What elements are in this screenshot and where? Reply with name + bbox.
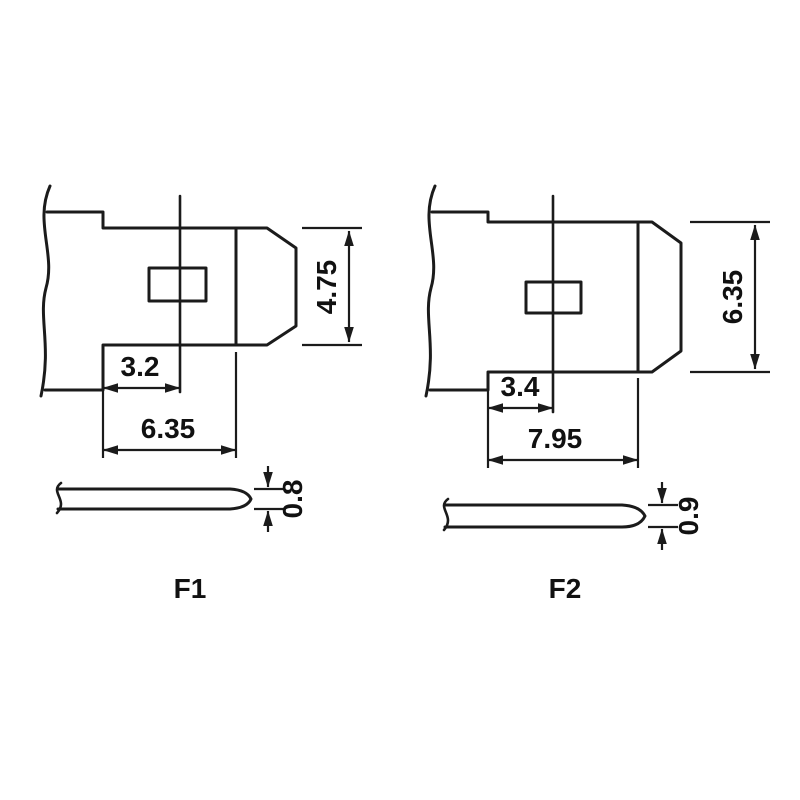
f1-terminal-outline [43, 210, 298, 392]
f2-height-dimension-label: 6.35 [717, 270, 748, 325]
f1-figure-label: F1 [174, 573, 207, 604]
f2-thickness-extension-lines [648, 503, 678, 529]
f2-thickness-dimension-label: 0.9 [673, 497, 704, 536]
f2-break-line [424, 184, 437, 398]
f2-length-extension-lines [486, 378, 640, 468]
f1-height-extension-lines [302, 226, 362, 347]
f2-side-profile [443, 503, 647, 529]
f1-thickness-extension-lines [254, 487, 284, 511]
f2-length-dimension-label: 7.95 [528, 423, 583, 454]
f1-thickness-dimension-label: 0.8 [277, 480, 308, 519]
f1-side-break-line [55, 481, 63, 515]
f1-break-line [39, 184, 52, 398]
f2-side-break-line [442, 497, 450, 532]
f1-side-profile [56, 487, 253, 511]
f2-hole [524, 280, 583, 315]
f2-figure-label: F2 [549, 573, 582, 604]
f1-height-dimension-label: 4.75 [311, 260, 342, 315]
f2-figure: 6.35 3.4 7.95 0.9 F2 [424, 184, 770, 604]
f2-offset-dimension-label: 3.4 [501, 371, 540, 402]
f1-hole [147, 266, 208, 303]
f2-height-extension-lines [690, 220, 770, 374]
f1-offset-dimension-label: 3.2 [121, 351, 160, 382]
f1-length-dimension-label: 6.35 [141, 413, 196, 444]
f2-terminal-outline [428, 210, 683, 392]
f1-figure: 4.75 3.2 6.35 0.8 F1 [39, 184, 362, 604]
